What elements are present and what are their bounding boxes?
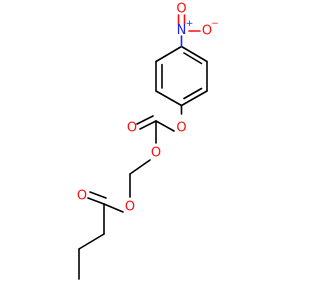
ester-double-bond-b — [89, 191, 107, 199]
ring-inner-bond-1 — [183, 52, 203, 65]
aryl-oxygen-label: O — [176, 121, 186, 136]
ester-carbonyl-oxygen-label: O — [77, 189, 87, 204]
bonds — [78, 14, 208, 280]
oxygen-to-methylene-bond — [129, 159, 151, 175]
carbonate-double-bond-a — [139, 120, 157, 130]
nitro-oxygen-top-label: O — [176, 2, 186, 17]
aryl-oxygen-to-carbonate-carbon-bond — [155, 120, 175, 132]
chain-bond-2 — [78, 233, 105, 250]
carbonate-double-bond-b — [136, 115, 154, 125]
ring-inner-bond-2 — [183, 87, 203, 100]
nitro-oxygen-right-charge: − — [211, 19, 219, 29]
carbonate-carbonyl-oxygen-label: O — [127, 121, 137, 136]
nitro-oxygen-right-label: O — [202, 24, 212, 39]
carbonate-ether-oxygen-label: O — [151, 146, 161, 161]
ring-bond-4 — [155, 90, 183, 107]
ester-double-bond-a — [87, 197, 105, 205]
ester-oxygen-to-carbonyl-bond — [103, 203, 124, 213]
ring-bond-6 — [155, 45, 183, 63]
atom-labels: N + O O − O O O O O — [77, 2, 219, 215]
ring-bond-1 — [180, 45, 208, 63]
ring-bond-3 — [180, 90, 208, 107]
nitro-nitrogen-charge: + — [186, 19, 194, 29]
ester-ether-oxygen-label: O — [125, 200, 135, 215]
molecule-structure-diagram: N + O O − O O O O O — [77, 2, 219, 280]
nitro-nitrogen-label: N — [177, 23, 187, 38]
